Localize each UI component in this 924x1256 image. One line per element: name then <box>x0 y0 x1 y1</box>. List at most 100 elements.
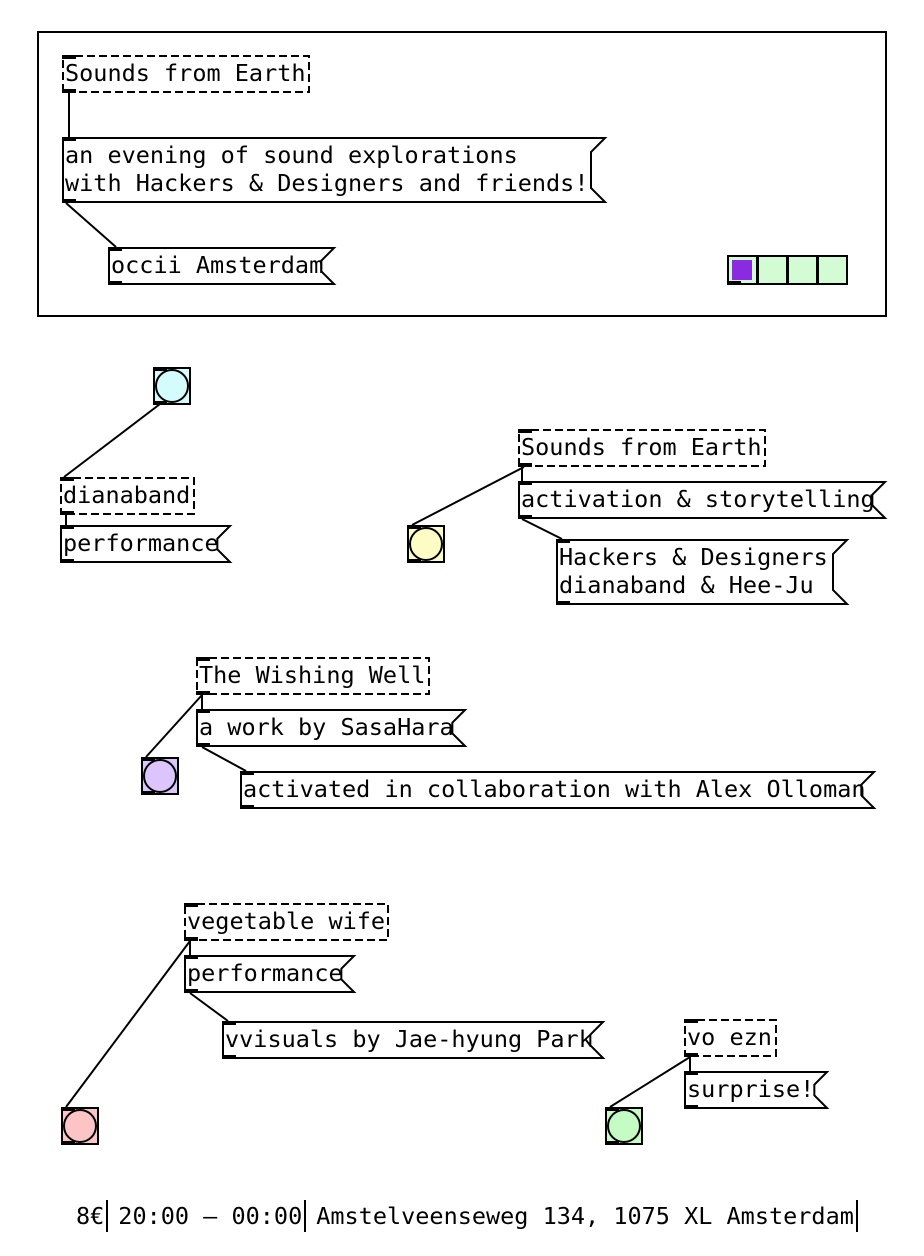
patch-cord[interactable] <box>411 466 525 526</box>
credits-line-2: dianaband & Hee-Ju <box>559 571 814 599</box>
bang-dianaband[interactable] <box>153 367 191 405</box>
outlet[interactable] <box>153 401 167 405</box>
outlet[interactable] <box>684 1053 698 1057</box>
outlet[interactable] <box>62 89 76 93</box>
venue-text: occii Amsterdam <box>111 251 324 279</box>
inlet[interactable] <box>196 709 210 713</box>
outlet[interactable] <box>222 1055 236 1059</box>
bang-circle-icon <box>143 759 177 793</box>
outlet[interactable] <box>605 1141 619 1145</box>
object-outline <box>60 477 195 515</box>
inlet[interactable] <box>518 481 532 485</box>
bang-wishing-well[interactable] <box>141 757 179 795</box>
outlet[interactable] <box>141 791 155 795</box>
message-venue[interactable]: occii Amsterdam <box>108 247 337 285</box>
inlet[interactable] <box>62 55 76 59</box>
radio-cell[interactable] <box>757 255 788 285</box>
message-text: a work by SasaHara <box>199 713 454 741</box>
message-olloman[interactable]: activated in collaboration with Alex Oll… <box>240 771 877 809</box>
inlet[interactable] <box>62 137 76 141</box>
outlet[interactable] <box>727 281 741 285</box>
message-text: activated in collaboration with Alex Oll… <box>243 775 866 803</box>
inlet[interactable] <box>153 367 167 371</box>
comment-dianaband[interactable]: dianaband <box>60 477 195 515</box>
outlet[interactable] <box>60 559 74 563</box>
object-outline <box>240 771 877 809</box>
comment-text: The Wishing Well <box>199 661 426 689</box>
message-jae-hyung[interactable]: vvisuals by Jae-hyung Park <box>222 1021 606 1059</box>
object-outline <box>196 709 468 747</box>
inlet[interactable] <box>108 247 122 251</box>
bang-vegetable-wife[interactable] <box>61 1107 99 1145</box>
inlet[interactable] <box>240 771 254 775</box>
inlet[interactable] <box>61 1107 75 1111</box>
outlet[interactable] <box>60 511 74 515</box>
outlet[interactable] <box>108 281 122 285</box>
inlet[interactable] <box>60 477 74 481</box>
inlet[interactable] <box>196 657 210 661</box>
bang-vo-ezn[interactable] <box>605 1107 643 1145</box>
patch-cord[interactable] <box>65 940 191 1108</box>
inlet[interactable] <box>184 955 198 959</box>
inlet[interactable] <box>60 525 74 529</box>
patch-cord[interactable] <box>609 1056 691 1108</box>
message-text: performance <box>63 529 219 557</box>
comment-wishing-well[interactable]: The Wishing Well <box>196 657 430 695</box>
outlet[interactable] <box>184 989 198 993</box>
address: Amstelveenseweg 134, 1075 XL Amsterdam <box>316 1200 858 1232</box>
outlet[interactable] <box>556 601 570 605</box>
patch-cord[interactable] <box>201 746 247 772</box>
radio-selector[interactable] <box>727 255 848 285</box>
inlet[interactable] <box>684 1019 698 1023</box>
outlet[interactable] <box>240 805 254 809</box>
inlet[interactable] <box>684 1071 698 1075</box>
message-dianaband-performance[interactable]: performance <box>60 525 233 563</box>
object-outline <box>62 137 608 203</box>
comment-text: Sounds from Earth <box>65 59 306 87</box>
outlet[interactable] <box>184 937 198 941</box>
object-outline <box>518 481 888 519</box>
comment-sounds-from-earth[interactable]: Sounds from Earth <box>62 55 310 93</box>
inlet[interactable] <box>184 903 198 907</box>
outlet[interactable] <box>62 199 76 203</box>
message-activation[interactable]: activation & storytelling <box>518 481 888 519</box>
outlet[interactable] <box>61 1141 75 1145</box>
bang-circle-icon <box>155 369 189 403</box>
object-outline <box>184 903 389 941</box>
outlet[interactable] <box>196 743 210 747</box>
inlet[interactable] <box>556 539 570 543</box>
patch-cord[interactable] <box>189 992 229 1022</box>
inlet[interactable] <box>141 757 155 761</box>
comment-vo-ezn[interactable]: vo ezn <box>684 1019 777 1057</box>
outlet[interactable] <box>196 691 210 695</box>
message-surprise[interactable]: surprise! <box>684 1071 830 1109</box>
object-outline <box>605 1107 643 1145</box>
comment-vegetable-wife[interactable]: vegetable wife <box>184 903 389 941</box>
price: 8€ <box>76 1200 109 1232</box>
inlet[interactable] <box>518 429 532 433</box>
radio-cell[interactable] <box>787 255 818 285</box>
intro-line-1: an evening of sound explorations <box>65 141 518 169</box>
inlet[interactable] <box>407 525 421 529</box>
outlet[interactable] <box>407 559 421 563</box>
message-sasahara[interactable]: a work by SasaHara <box>196 709 468 747</box>
inlet[interactable] <box>222 1021 236 1025</box>
outlet[interactable] <box>518 515 532 519</box>
bang-circle-icon <box>409 527 443 561</box>
bang-sounds-from-earth[interactable] <box>407 525 445 563</box>
intro-line-2: with Hackers & Designers and friends! <box>65 169 589 197</box>
object-outline <box>518 429 766 467</box>
patch-cord[interactable] <box>521 518 563 540</box>
patch-cord[interactable] <box>63 403 161 478</box>
outlet[interactable] <box>518 463 532 467</box>
object-outline <box>61 1107 99 1145</box>
radio-cell[interactable] <box>817 255 848 285</box>
patch-cord[interactable] <box>145 694 203 758</box>
outlet[interactable] <box>684 1105 698 1109</box>
message-vegetable-performance[interactable]: performance <box>184 955 357 993</box>
object-outline <box>153 367 191 405</box>
inlet[interactable] <box>605 1107 619 1111</box>
comment-sounds-from-earth-act[interactable]: Sounds from Earth <box>518 429 766 467</box>
